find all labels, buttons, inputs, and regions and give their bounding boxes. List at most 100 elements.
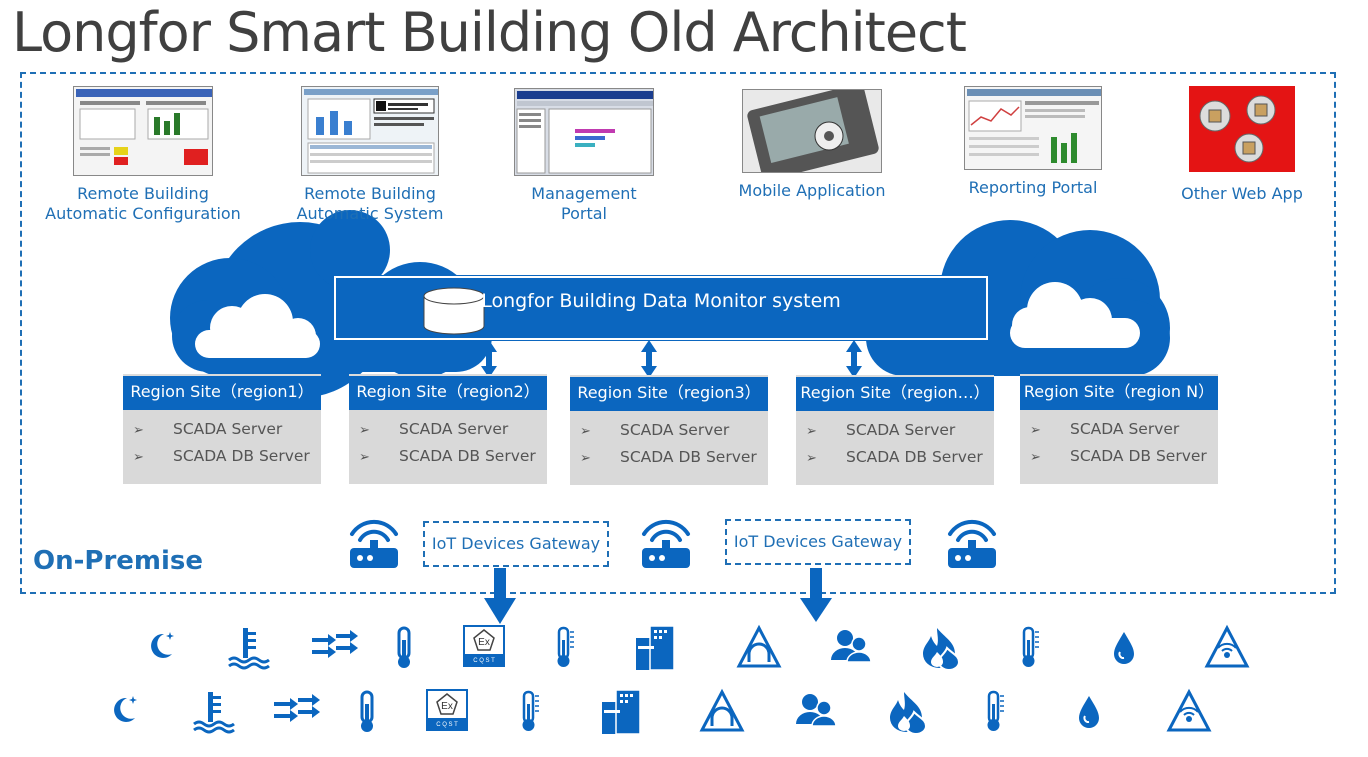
double-arrow-icon xyxy=(481,340,497,378)
app-label: Other Web App xyxy=(1181,184,1303,203)
left-cloud-inner xyxy=(195,294,320,358)
app-label: Remote Building Automatic Configuration xyxy=(45,184,241,223)
app-label: Management Portal xyxy=(531,184,637,223)
on-premise-boundary xyxy=(20,72,1336,594)
bullet-arrow-icon: ➢ xyxy=(133,423,144,438)
list-item: ➢SCADA DB Server xyxy=(349,443,547,470)
tunnel-warning-icon xyxy=(736,624,782,668)
water-drop-icon xyxy=(1114,632,1134,664)
bullet-arrow-icon: ➢ xyxy=(133,450,144,465)
tunnel-warning-icon xyxy=(699,688,745,732)
app-screenshot-system xyxy=(301,86,440,177)
iot-gateway-2: IoT Devices Gateway xyxy=(725,519,911,565)
bullet-arrow-icon: ➢ xyxy=(359,423,370,438)
app-other-web-app: Other Web App xyxy=(1127,86,1357,204)
bullet-arrow-icon: ➢ xyxy=(580,451,591,466)
list-item: ➢SCADA DB Server xyxy=(1020,443,1218,470)
water-level-icon xyxy=(193,692,235,734)
list-item: ➢SCADA Server xyxy=(796,417,994,444)
down-arrow-icon xyxy=(484,568,516,624)
data-monitor-label: Longfor Building Data Monitor system xyxy=(481,290,841,312)
server-cabinet-icon xyxy=(636,625,675,671)
thermometer-icon xyxy=(360,690,374,732)
region-servers: ➢SCADA Server ➢SCADA DB Server xyxy=(349,410,547,484)
app-screenshot-config xyxy=(73,86,214,177)
app-management-portal: Management Portal xyxy=(469,88,699,224)
explosion-proof-icon: Ex C Q S T xyxy=(426,689,468,731)
app-label: Reporting Portal xyxy=(968,178,1098,197)
page-title: Longfor Smart Building Old Architect xyxy=(12,1,967,64)
explosion-proof-icon: Ex C Q S T xyxy=(463,625,505,667)
down-arrow-icon xyxy=(800,568,832,622)
router-icon xyxy=(642,519,690,568)
flow-arrows-icon xyxy=(312,630,358,658)
region-site-3: Region Site（region3） ➢SCADA Server ➢SCAD… xyxy=(570,375,768,485)
region-title: Region Site（region3） xyxy=(570,375,768,411)
people-icon xyxy=(831,630,872,663)
people-icon xyxy=(796,694,837,727)
water-level-icon xyxy=(228,628,270,670)
app-reporting-portal: Reporting Portal xyxy=(918,86,1148,198)
region-servers: ➢SCADA Server ➢SCADA DB Server xyxy=(570,411,768,485)
list-item: ➢SCADA DB Server xyxy=(796,444,994,471)
app-screenshot-reporting xyxy=(964,86,1103,171)
signal-warning-icon xyxy=(1204,624,1250,668)
iot-gateway-1: IoT Devices Gateway xyxy=(423,521,609,567)
fire-icon xyxy=(923,628,961,671)
on-premise-label: On-Premise xyxy=(33,546,204,576)
app-mobile-application: Mobile Application xyxy=(697,83,927,201)
thermometer-scale-icon xyxy=(557,626,574,667)
double-arrow-icon xyxy=(641,340,657,378)
gears-icon xyxy=(1189,86,1295,172)
bullet-arrow-icon: ➢ xyxy=(580,424,591,439)
svg-text:C Q S T: C Q S T xyxy=(436,722,458,728)
thermometer-scale-icon xyxy=(522,690,539,731)
bullet-arrow-icon: ➢ xyxy=(806,451,817,466)
water-drop-icon xyxy=(1079,696,1099,728)
list-item: ➢SCADA Server xyxy=(123,416,321,443)
list-item: ➢SCADA Server xyxy=(1020,416,1218,443)
signal-warning-icon xyxy=(1166,688,1212,732)
region-title: Region Site（region N） xyxy=(1020,374,1218,410)
svg-text:Ex: Ex xyxy=(441,701,453,712)
region-title: Region Site（region2） xyxy=(349,374,547,410)
region-site-2: Region Site（region2） ➢SCADA Server ➢SCAD… xyxy=(349,374,547,484)
app-screenshot-management xyxy=(514,88,655,177)
server-cabinet-icon xyxy=(602,689,641,735)
moon-icon xyxy=(114,696,137,722)
data-monitor-system: Longfor Building Data Monitor system xyxy=(333,275,989,341)
flow-arrows-icon xyxy=(274,694,320,722)
list-item: ➢SCADA Server xyxy=(570,417,768,444)
router-icon xyxy=(350,519,398,568)
thermometer-scale-icon xyxy=(1022,626,1039,667)
region-servers: ➢SCADA Server ➢SCADA DB Server xyxy=(1020,410,1218,484)
region-title: Region Site（region1） xyxy=(123,374,321,410)
app-label: Remote Building Automatic System xyxy=(296,184,444,223)
moon-icon xyxy=(151,632,174,658)
region-site-1: Region Site（region1） ➢SCADA Server ➢SCAD… xyxy=(123,374,321,484)
svg-text:Ex: Ex xyxy=(478,637,490,648)
fire-icon xyxy=(890,692,928,735)
thermometer-scale-icon xyxy=(987,690,1004,731)
app-screenshot-mobile xyxy=(742,83,883,181)
bullet-arrow-icon: ➢ xyxy=(359,450,370,465)
right-cloud-inner xyxy=(1010,282,1140,348)
region-site-n: Region Site（region N） ➢SCADA Server ➢SCA… xyxy=(1020,374,1218,484)
app-label: Mobile Application xyxy=(738,181,886,200)
svg-text:C Q S T: C Q S T xyxy=(473,658,495,664)
list-item: ➢SCADA Server xyxy=(349,416,547,443)
app-remote-building-system: Remote Building Automatic System xyxy=(255,86,485,224)
list-item: ➢SCADA DB Server xyxy=(123,443,321,470)
app-remote-building-config: Remote Building Automatic Configuration xyxy=(28,86,258,224)
region-servers: ➢SCADA Server ➢SCADA DB Server xyxy=(123,410,321,484)
thermometer-icon xyxy=(397,626,411,668)
double-arrow-icon xyxy=(846,340,862,378)
list-item: ➢SCADA DB Server xyxy=(570,444,768,471)
bullet-arrow-icon: ➢ xyxy=(1030,450,1041,465)
region-servers: ➢SCADA Server ➢SCADA DB Server xyxy=(796,411,994,485)
bullet-arrow-icon: ➢ xyxy=(806,424,817,439)
router-icon xyxy=(948,519,996,568)
bullet-arrow-icon: ➢ xyxy=(1030,423,1041,438)
database-icon xyxy=(423,287,485,335)
